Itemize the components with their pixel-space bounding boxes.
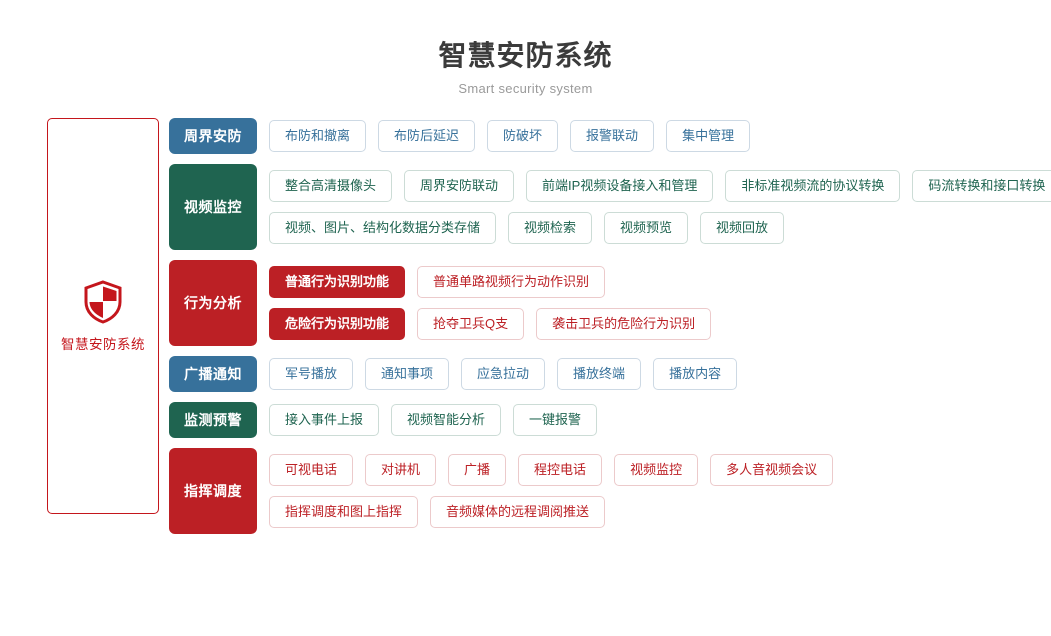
feature-pill[interactable]: 播放内容 — [653, 358, 738, 390]
page-subtitle: Smart security system — [458, 81, 593, 96]
category-badge[interactable]: 广播通知 — [169, 356, 257, 392]
category-rows: 周界安防布防和撤离布防后延迟防破坏报警联动集中管理视频监控整合高清摄像头周界安防… — [169, 118, 1051, 544]
category-badge[interactable]: 行为分析 — [169, 260, 257, 346]
feature-pill[interactable]: 前端IP视频设备接入和管理 — [526, 170, 714, 202]
feature-pill[interactable]: 对讲机 — [365, 454, 437, 486]
category-row: 指挥调度可视电话对讲机广播程控电话视频监控多人音视频会议指挥调度和图上指挥音频媒… — [169, 448, 1051, 534]
diagram-content: 智慧安防系统 周界安防布防和撤离布防后延迟防破坏报警联动集中管理视频监控整合高清… — [0, 118, 1051, 544]
feature-pill[interactable]: 视频检索 — [508, 212, 593, 244]
feature-pill[interactable]: 广播 — [448, 454, 507, 486]
feature-pill[interactable]: 通知事项 — [365, 358, 450, 390]
system-card-label: 智慧安防系统 — [61, 336, 145, 352]
feature-pill[interactable]: 袭击卫兵的危险行为识别 — [536, 308, 712, 340]
feature-pill-groups: 接入事件上报视频智能分析一键报警 — [269, 402, 1051, 438]
feature-pill[interactable]: 可视电话 — [269, 454, 354, 486]
feature-pill[interactable]: 应急拉动 — [461, 358, 546, 390]
feature-pill[interactable]: 危险行为识别功能 — [269, 308, 406, 340]
category-badge[interactable]: 指挥调度 — [169, 448, 257, 534]
feature-pill[interactable]: 视频智能分析 — [391, 404, 502, 436]
feature-pill[interactable]: 一键报警 — [513, 404, 598, 436]
feature-pill-line: 军号播放通知事项应急拉动播放终端播放内容 — [269, 358, 1051, 390]
feature-pill[interactable]: 接入事件上报 — [269, 404, 380, 436]
feature-pill[interactable]: 视频监控 — [614, 454, 699, 486]
category-row: 视频监控整合高清摄像头周界安防联动前端IP视频设备接入和管理非标准视频流的协议转… — [169, 164, 1051, 250]
category-row: 监测预警接入事件上报视频智能分析一键报警 — [169, 402, 1051, 438]
feature-pill-line: 接入事件上报视频智能分析一键报警 — [269, 404, 1051, 436]
category-row: 周界安防布防和撤离布防后延迟防破坏报警联动集中管理 — [169, 118, 1051, 154]
feature-pill[interactable]: 防破坏 — [487, 120, 559, 152]
feature-pill-line: 危险行为识别功能抢夺卫兵Q支袭击卫兵的危险行为识别 — [269, 308, 1051, 340]
feature-pill[interactable]: 程控电话 — [518, 454, 603, 486]
feature-pill[interactable]: 军号播放 — [269, 358, 354, 390]
feature-pill-groups: 可视电话对讲机广播程控电话视频监控多人音视频会议指挥调度和图上指挥音频媒体的远程… — [269, 448, 1051, 534]
system-card: 智慧安防系统 — [47, 118, 159, 514]
feature-pill[interactable]: 码流转换和接口转换 — [912, 170, 1051, 202]
feature-pill[interactable]: 整合高清摄像头 — [269, 170, 393, 202]
feature-pill-groups: 普通行为识别功能普通单路视频行为动作识别危险行为识别功能抢夺卫兵Q支袭击卫兵的危… — [269, 260, 1051, 346]
page-title: 智慧安防系统 — [438, 40, 613, 71]
category-badge[interactable]: 周界安防 — [169, 118, 257, 154]
feature-pill-line: 视频、图片、结构化数据分类存储视频检索视频预览视频回放 — [269, 212, 1051, 244]
shield-icon — [83, 279, 123, 324]
category-badge[interactable]: 视频监控 — [169, 164, 257, 250]
feature-pill[interactable]: 普通单路视频行为动作识别 — [417, 266, 606, 298]
feature-pill[interactable]: 视频预览 — [604, 212, 689, 244]
category-row: 广播通知军号播放通知事项应急拉动播放终端播放内容 — [169, 356, 1051, 392]
feature-pill[interactable]: 布防后延迟 — [378, 120, 476, 152]
feature-pill[interactable]: 报警联动 — [570, 120, 655, 152]
feature-pill[interactable]: 布防和撤离 — [269, 120, 367, 152]
feature-pill-groups: 军号播放通知事项应急拉动播放终端播放内容 — [269, 356, 1051, 392]
category-badge[interactable]: 监测预警 — [169, 402, 257, 438]
feature-pill[interactable]: 视频回放 — [700, 212, 785, 244]
feature-pill-line: 指挥调度和图上指挥音频媒体的远程调阅推送 — [269, 496, 1051, 528]
feature-pill[interactable]: 音频媒体的远程调阅推送 — [430, 496, 606, 528]
feature-pill[interactable]: 非标准视频流的协议转换 — [725, 170, 901, 202]
feature-pill[interactable]: 指挥调度和图上指挥 — [269, 496, 419, 528]
category-row: 行为分析普通行为识别功能普通单路视频行为动作识别危险行为识别功能抢夺卫兵Q支袭击… — [169, 260, 1051, 346]
feature-pill-groups: 布防和撤离布防后延迟防破坏报警联动集中管理 — [269, 118, 1051, 154]
feature-pill[interactable]: 集中管理 — [666, 120, 751, 152]
feature-pill-groups: 整合高清摄像头周界安防联动前端IP视频设备接入和管理非标准视频流的协议转换码流转… — [269, 164, 1051, 250]
feature-pill-line: 可视电话对讲机广播程控电话视频监控多人音视频会议 — [269, 454, 1051, 486]
feature-pill[interactable]: 抢夺卫兵Q支 — [417, 308, 525, 340]
feature-pill-line: 布防和撤离布防后延迟防破坏报警联动集中管理 — [269, 120, 1051, 152]
feature-pill[interactable]: 周界安防联动 — [404, 170, 515, 202]
feature-pill-line: 普通行为识别功能普通单路视频行为动作识别 — [269, 266, 1051, 298]
feature-pill[interactable]: 视频、图片、结构化数据分类存储 — [269, 212, 497, 244]
feature-pill[interactable]: 普通行为识别功能 — [269, 266, 406, 298]
feature-pill[interactable]: 多人音视频会议 — [710, 454, 834, 486]
feature-pill[interactable]: 播放终端 — [557, 358, 642, 390]
page-header: 智慧安防系统 Smart security system — [0, 0, 1051, 96]
feature-pill-line: 整合高清摄像头周界安防联动前端IP视频设备接入和管理非标准视频流的协议转换码流转… — [269, 170, 1051, 202]
